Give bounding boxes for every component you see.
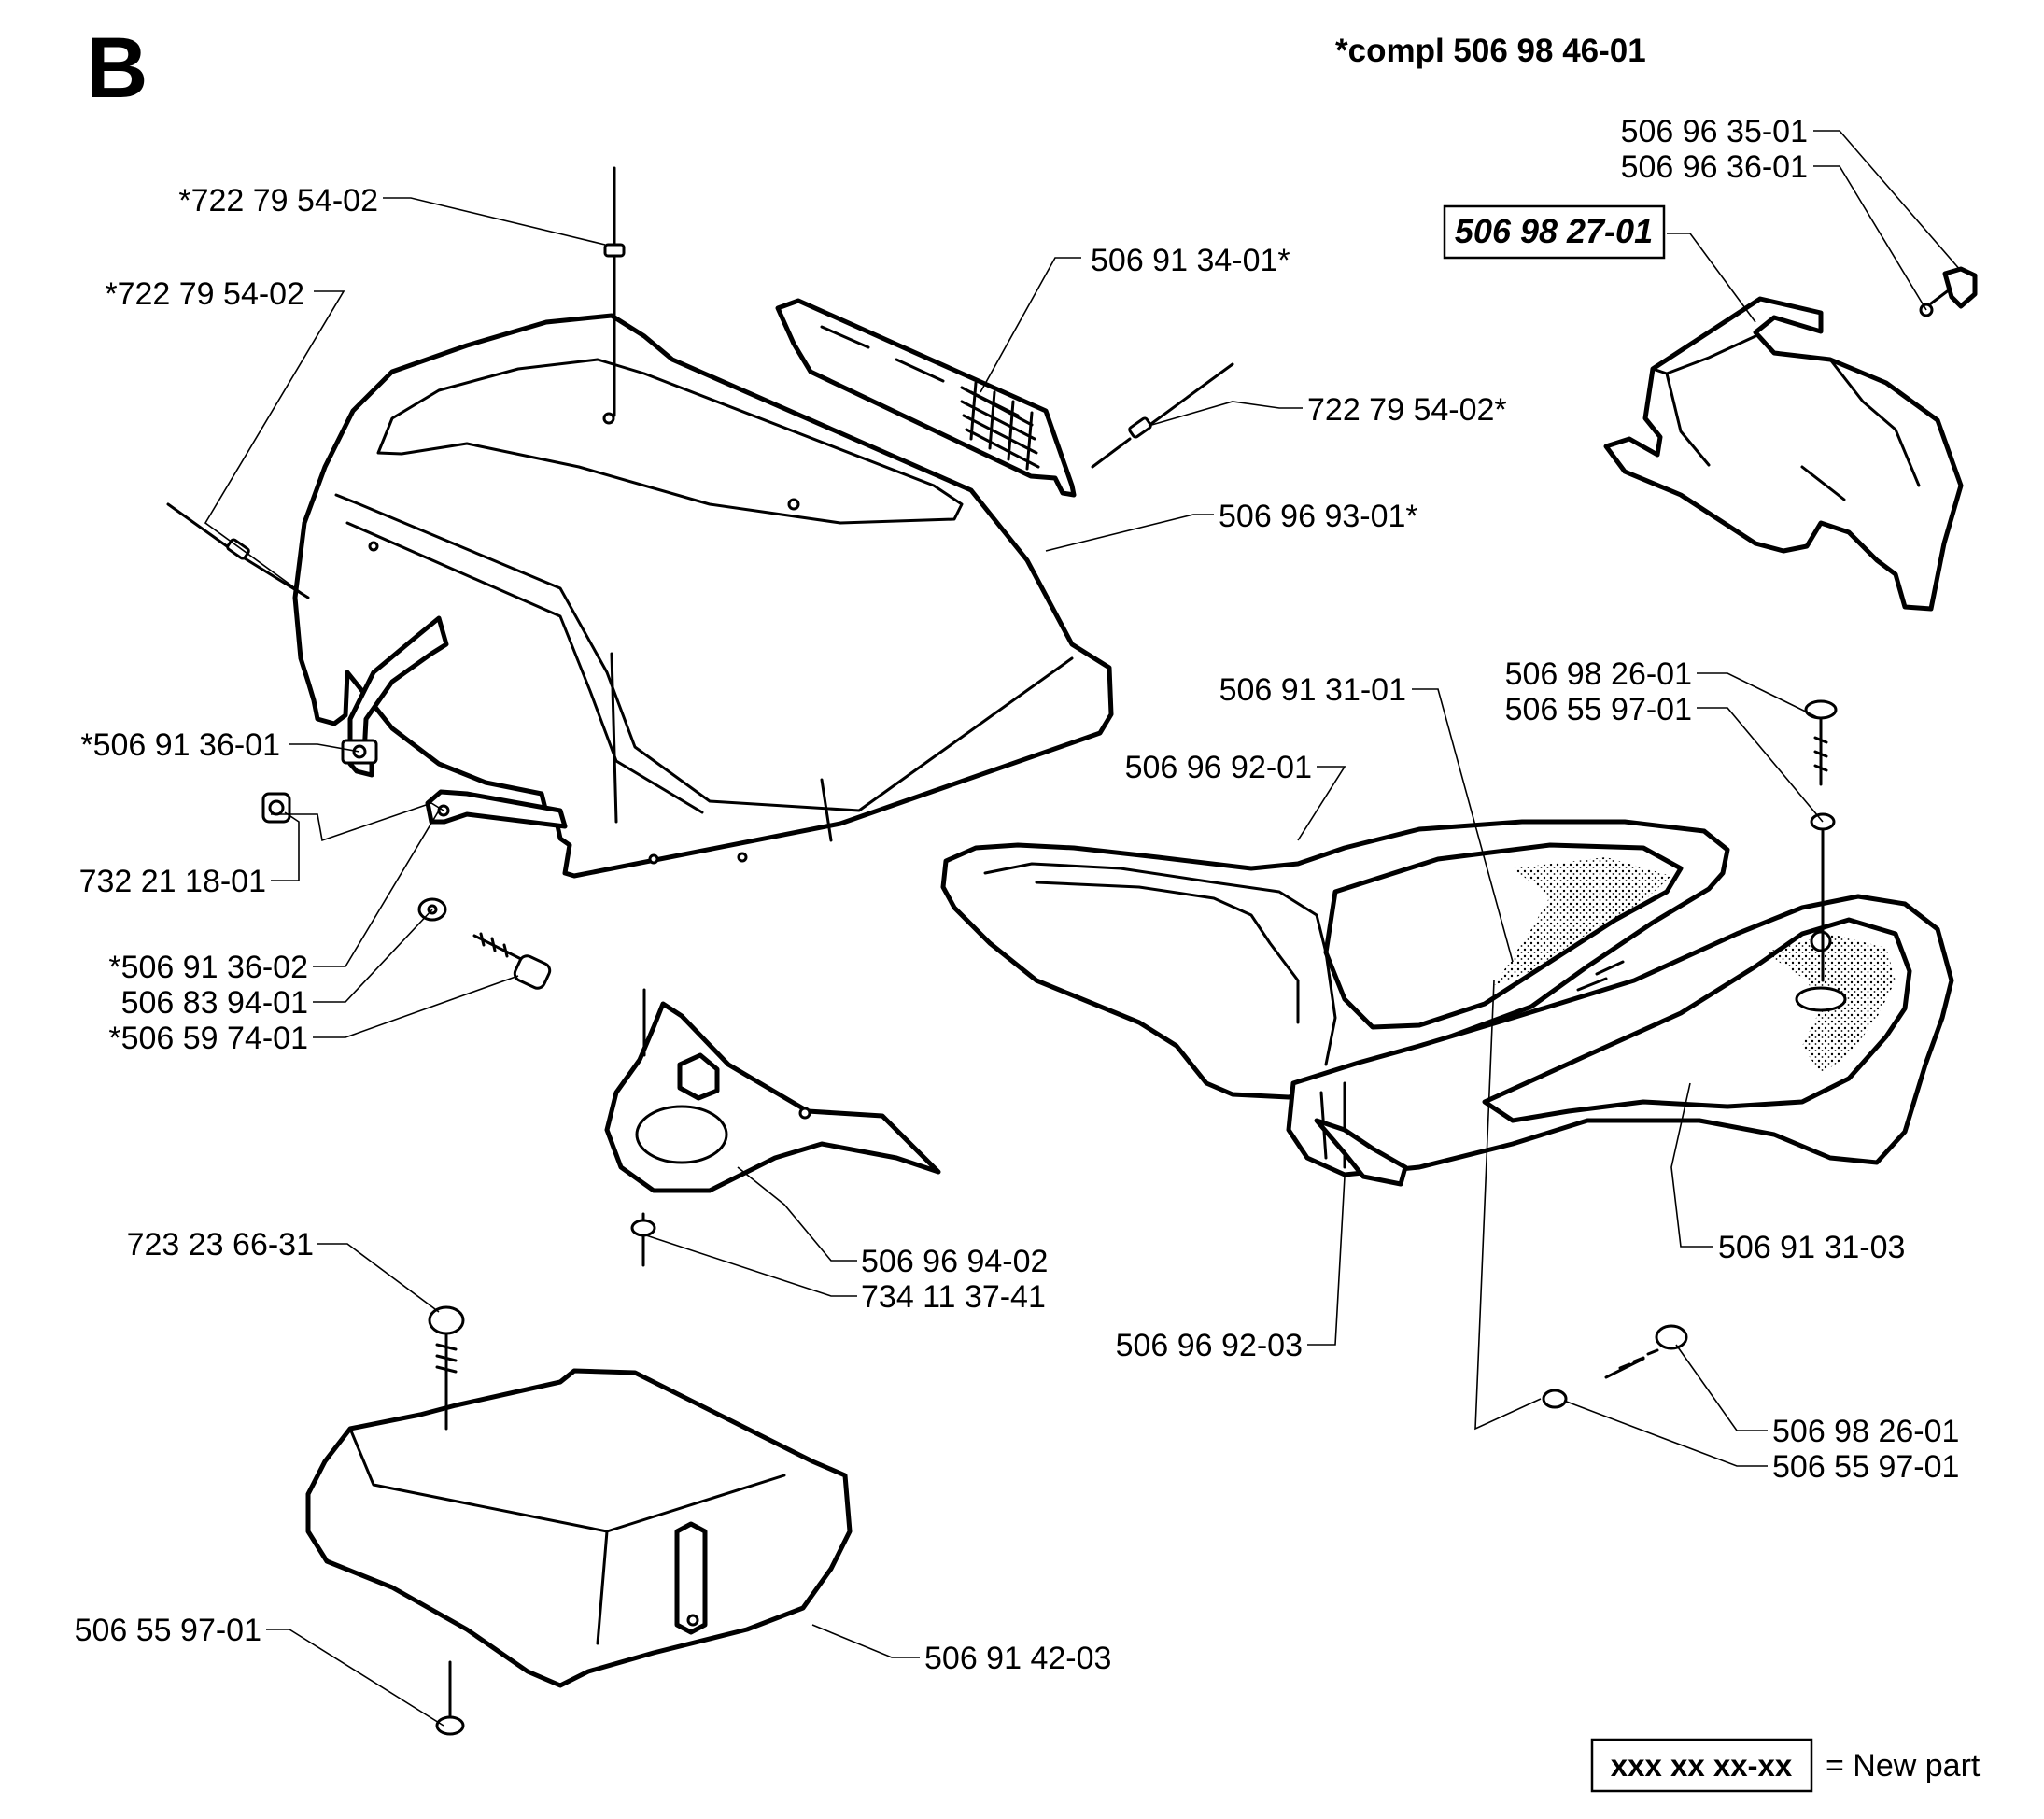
label-washer-seat: 506 55 97-01 [1505, 692, 1692, 727]
label-bolt-bracket: *506 59 74-01 [108, 1021, 308, 1056]
washer-seat-bottom-part [1542, 1389, 1568, 1409]
bolt-bracket-part [472, 932, 552, 990]
legend-sample-number: xxx xx xx-xx [1611, 1748, 1793, 1783]
washer-box-part [435, 1660, 465, 1736]
legend: xxx xx xx-xx = New part [1590, 1738, 1981, 1793]
kit-note: *compl 506 98 46-01 [1335, 33, 1646, 69]
leader-lines [204, 130, 1962, 1727]
section-letter: B [86, 21, 148, 116]
label-rivet-left: *722 79 54-02 [105, 276, 304, 312]
lower-bracket-part [425, 789, 568, 829]
legend-meaning: = New part [1826, 1748, 1981, 1784]
grille-plate-part [775, 298, 1077, 498]
screw-top-right-part [1929, 266, 1978, 309]
cover-part [1603, 296, 1964, 612]
seat-upper-part [1323, 842, 1684, 1030]
screw-box-part [428, 1305, 465, 1431]
label-cover-new: 506 98 27-01 [1455, 212, 1653, 250]
screw-seat-bottom-part [1604, 1324, 1688, 1379]
seat-lower-part [1482, 917, 1912, 1123]
hood-part [292, 313, 1114, 879]
box-cover-part [305, 1368, 853, 1688]
label-screw-seat-bottom: 506 98 26-01 [1772, 1414, 1959, 1449]
washer-seat-part [1810, 812, 1836, 982]
rivet-left-part [166, 502, 310, 599]
label-screw-top-right: 506 96 35-01 [1621, 114, 1808, 149]
label-seat-pan-lower: 506 96 92-03 [1116, 1328, 1303, 1363]
label-holder: 506 96 94-02 [861, 1244, 1048, 1279]
label-washer-seat-bottom: 506 55 97-01 [1772, 1449, 1959, 1485]
nut-part [261, 792, 291, 824]
label-washer-bracket: 506 83 94-01 [121, 985, 308, 1021]
label-seat-pan-upper: 506 96 92-01 [1125, 750, 1312, 785]
screw-seat-part [1804, 699, 1838, 786]
part-labels: *722 79 54-02 *722 79 54-02 506 91 34-01… [75, 114, 1960, 1676]
label-hood: 506 96 93-01* [1219, 499, 1418, 534]
label-screw-box: 723 23 66-31 [127, 1227, 314, 1262]
label-bracket-upper: *506 91 36-01 [80, 727, 280, 763]
grille-vents [960, 381, 1040, 471]
holder-part [604, 988, 941, 1193]
rivet-top-part [603, 166, 626, 417]
washer-holder-part [630, 1212, 656, 1267]
label-washer-top-right: 506 96 36-01 [1621, 149, 1808, 185]
new-part-box: 506 98 27-01 [1443, 204, 1666, 260]
rivet-right-part [1091, 362, 1234, 469]
label-seat-upper: 506 91 31-01 [1219, 672, 1406, 708]
label-screw-seat: 506 98 26-01 [1505, 656, 1692, 692]
label-washer-box: 506 55 97-01 [75, 1613, 261, 1648]
label-seat-lower: 506 91 31-03 [1718, 1230, 1905, 1265]
label-rivet-right: 722 79 54-02* [1307, 392, 1507, 428]
label-nut: 732 21 18-01 [79, 864, 266, 899]
label-bracket-lower: *506 91 36-02 [108, 950, 308, 985]
label-rivet-top: *722 79 54-02 [178, 183, 378, 219]
label-box-cover: 506 91 42-03 [924, 1641, 1111, 1676]
label-grille-plate: 506 91 34-01* [1091, 243, 1290, 278]
label-washer-holder: 734 11 37-41 [861, 1279, 1046, 1315]
